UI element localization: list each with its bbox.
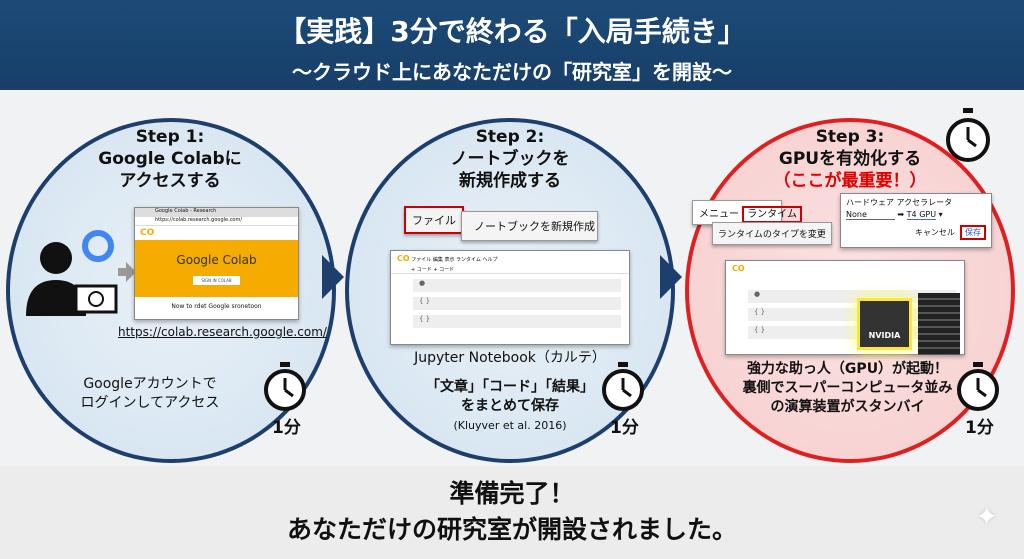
save-button[interactable]: 保存 [960,225,986,240]
step3-title: Step 3:GPUを有効化する（ここが最重要！） [773,127,927,191]
colab-banner: Google Colab SIGN IN COLAB [135,240,298,297]
arrow-right-icon [322,255,344,299]
notebook-cell[interactable]: { } [413,315,621,328]
banner-text: Google Colab [176,253,257,267]
notebook-toolbar[interactable]: + コード + コード [391,266,629,274]
new-notebook-menu-item[interactable]: ノートブックを新規作成 [461,211,598,241]
colab-logo: CO [140,228,155,238]
stopwatch-icon [602,362,644,411]
gpu-chip-icon: NVIDIA [857,298,912,350]
colab-logo: CO [397,254,410,263]
colab-link[interactable]: https://colab.research.google.com/ [118,325,327,339]
runtime-menu[interactable]: ランタイム [742,206,802,223]
step1-time: 1分 [272,418,301,438]
hw-label: ハードウェア アクセラレータ [846,198,953,207]
page-title: 【実践】3分で終わる「入局手続き」 [278,15,746,48]
sparkle-icon: ✦ [975,500,999,533]
file-menu[interactable]: ファイル [404,206,464,234]
change-runtime-menu-item[interactable]: ランタイムのタイプを変更 [712,222,832,245]
browser-window: Google Colab - Research https://colab.re… [134,207,299,320]
browser-tab[interactable]: Google Colab - Research [135,208,298,217]
sign-in-button[interactable]: SIGN IN COLAB [193,276,240,285]
step2-desc: 「文章」「コード」「結果」をまとめて保存 [426,379,594,414]
user-google-icon [26,230,136,316]
colab-logo: CO [732,264,745,273]
step1-desc: Googleアカウントでログインしてアクセス [80,376,220,411]
footer-line2: あなただけの研究室が開設されました。 [286,515,737,544]
notebook-menubar[interactable]: ファイル 編集 表示 ランタイム ヘルプ [411,257,498,263]
hw-select-none[interactable]: None [846,210,895,220]
notebook-window: CO ファイル 編集 表示 ランタイム ヘルプ + コード + コード ● { }… [390,250,630,345]
citation: (Kluyver et al. 2016) [453,419,567,432]
arrow-right-icon [660,255,682,299]
page-text: Now to rdet Google sronetoon [171,303,262,310]
cancel-button[interactable]: キャンセル [914,228,955,237]
step3-desc: 強力な助っ人（GPU）が起動！裏側でスーパーコンピュータ並みの演算装置がスタンバ… [742,361,953,415]
runtime-dialog: ハードウェア アクセラレータ None ➡ T4 GPU ▾ キャンセル 保存 [840,193,992,248]
footer-line1: 準備完了！ [449,479,575,508]
notebook-cell[interactable]: { } [413,297,621,310]
hw-select-gpu[interactable]: T4 GPU [906,210,937,220]
server-icon [918,293,960,355]
page-subtitle: 〜クラウド上にあなただけの「研究室」を開設〜 [292,60,732,84]
stopwatch-icon [264,362,306,411]
url-bar[interactable]: https://colab.research.google.com/ [135,217,298,226]
notebook-cell[interactable]: ● [413,279,621,292]
stopwatch-icon [946,108,990,162]
step2-title: Step 2:ノートブックを新規作成する [450,127,570,191]
stopwatch-icon [957,362,999,411]
step2-time: 1分 [610,418,639,438]
step3-time: 1分 [965,418,994,438]
header: 【実践】3分で終わる「入局手続き」 〜クラウド上にあなただけの「研究室」を開設〜 [0,0,1024,90]
footer-banner: 準備完了！ あなただけの研究室が開設されました。 [0,466,1024,559]
step2-caption: Jupyter Notebook（カルテ） [414,350,606,366]
menu-label: メニュー [699,209,739,220]
step1-title: Step 1:Google Colabにアクセスする [98,127,242,191]
